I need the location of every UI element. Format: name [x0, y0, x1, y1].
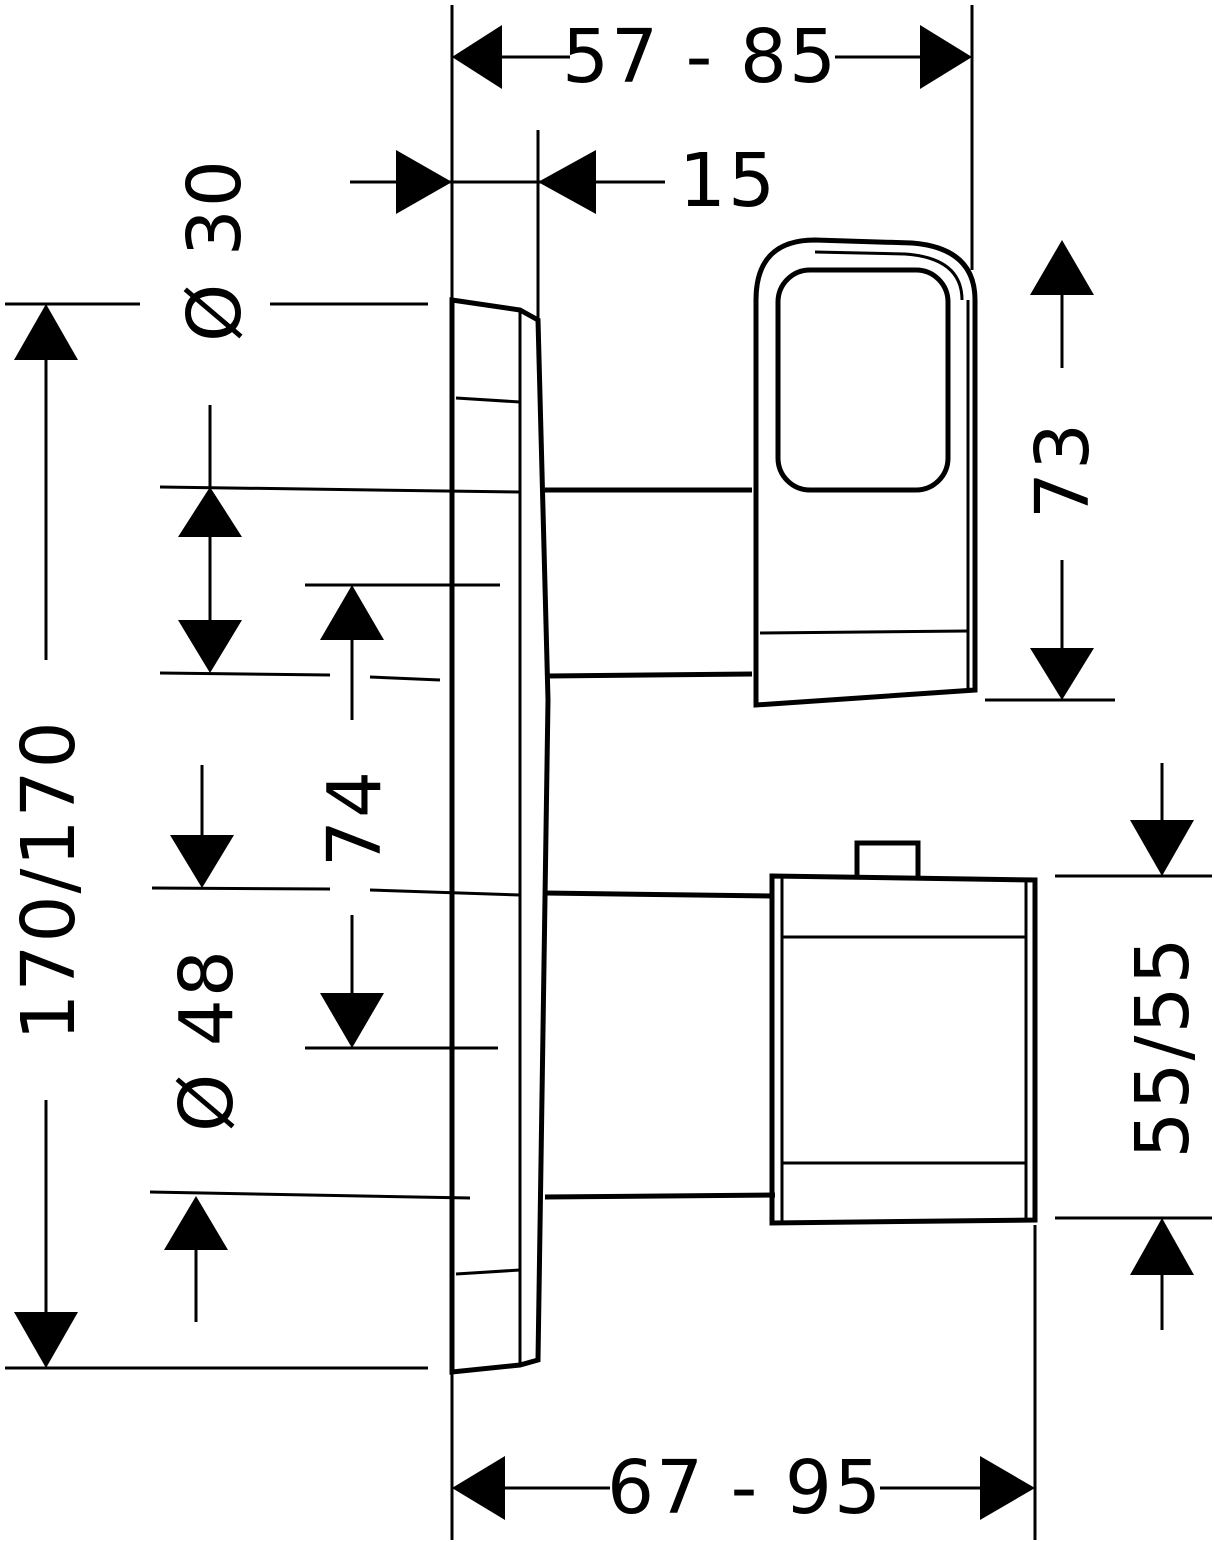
dim-top-width-label: 57 - 85: [562, 14, 838, 100]
dim-overall-height-label: 170/170: [6, 719, 92, 1040]
dim-overall-height: 170/170: [5, 302, 428, 1370]
dim-bottom-width: 67 - 95: [450, 1225, 1037, 1540]
dim-center-spacing: 74: [305, 583, 500, 1050]
dim-top-width: 57 - 85: [450, 5, 974, 300]
lower-stem: [544, 890, 776, 1200]
thermostat-knob: [769, 840, 1038, 1226]
dim-knob-height: 55/55: [1055, 763, 1212, 1330]
lever-handle: [753, 237, 978, 708]
dim-bottom-width-label: 67 - 95: [607, 1445, 883, 1531]
dim-upper-diameter: Ø 30: [159, 158, 521, 682]
dim-lower-diameter: Ø 48: [149, 765, 521, 1322]
dim-plate-depth: 15: [350, 130, 777, 320]
upper-stem: [545, 487, 753, 679]
dim-knob-height-label: 55/55: [1120, 935, 1206, 1158]
dim-upper-diameter-label: Ø 30: [172, 158, 258, 342]
dim-handle-height-label: 73: [1020, 421, 1106, 519]
dim-plate-depth-label: 15: [679, 138, 777, 224]
dim-handle-height: 73: [985, 240, 1115, 702]
wall-plate: [449, 297, 551, 1375]
dim-center-spacing-label: 74: [312, 769, 398, 867]
dim-lower-diameter-label: Ø 48: [164, 948, 250, 1132]
